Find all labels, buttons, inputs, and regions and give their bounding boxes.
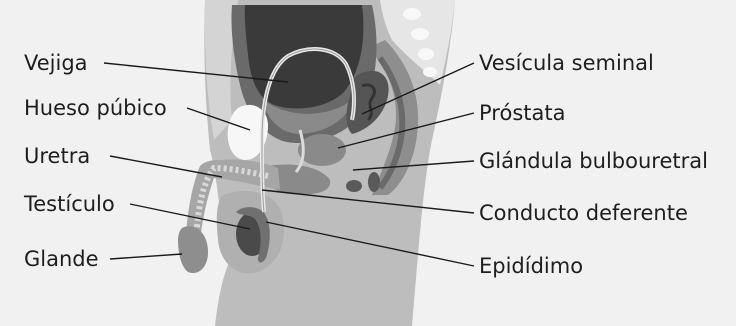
label-testicle: Testículo [23,192,115,216]
prostate [298,134,346,166]
bulbourethral-gland-2 [368,172,380,192]
bulbourethral-gland [346,180,362,192]
label-vas-deferens: Conducto deferente [479,201,688,225]
label-seminal-vesicle: Vesícula seminal [479,51,654,75]
label-bladder: Vejiga [24,51,88,75]
label-glans: Glande [24,247,99,271]
leader-glans [110,254,182,259]
label-bulbourethral-gland: Glándula bulbouretral [479,149,708,173]
label-pubic-bone: Hueso púbico [24,96,167,120]
glans [178,226,208,273]
label-prostate: Próstata [479,101,565,125]
label-epididymis: Epidídimo [479,254,583,278]
label-urethra: Uretra [24,144,90,168]
